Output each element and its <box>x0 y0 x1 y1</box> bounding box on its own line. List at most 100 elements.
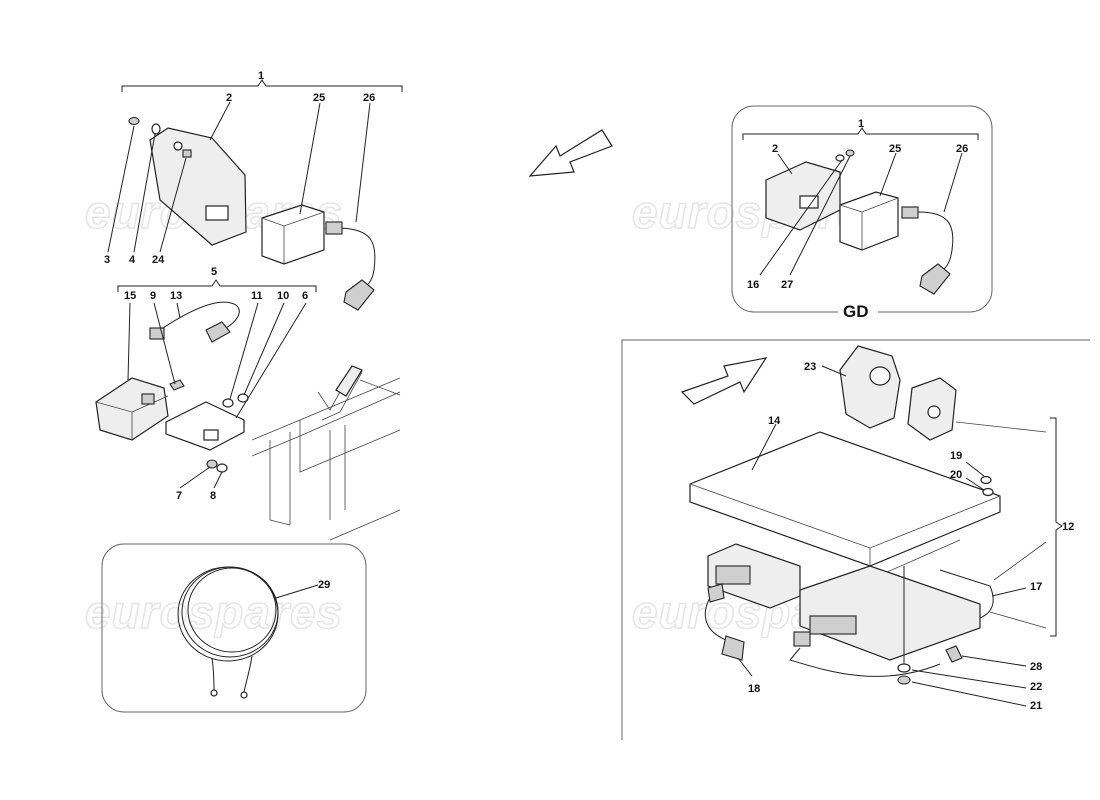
frame-tab <box>335 365 363 397</box>
bracket-12-brace <box>1050 417 1063 637</box>
inset-bracket-1-brace <box>742 127 979 140</box>
inset-callout-26: 26 <box>956 143 968 155</box>
receiver-socket <box>715 565 751 585</box>
washer <box>151 123 161 135</box>
harness-18-connector <box>721 635 745 661</box>
support-bracket <box>165 401 245 451</box>
callout-10: 10 <box>277 290 289 302</box>
callout-1: 1 <box>258 70 264 82</box>
washer-11 <box>222 398 234 408</box>
control-unit-lid-edges <box>689 483 1001 566</box>
leader-4 <box>133 133 156 253</box>
screw <box>128 116 140 126</box>
harness-18-plug <box>707 583 725 603</box>
siren-harness <box>159 301 240 331</box>
plate-slot <box>205 205 229 221</box>
inset-nut <box>845 149 855 157</box>
group-cable-box: 29 <box>101 543 367 713</box>
callout-20: 20 <box>950 469 962 481</box>
group-control-unit-panel: 23 14 19 20 12 17 18 28 22 21 <box>621 339 1090 740</box>
bracket-slot <box>203 429 219 441</box>
callout-19: 19 <box>950 450 962 462</box>
inset-callout-16: 16 <box>747 279 759 291</box>
control-unit-edges <box>261 211 325 264</box>
callout-18: 18 <box>748 683 760 695</box>
harness-connector <box>343 279 375 311</box>
callout-11: 11 <box>251 290 263 302</box>
nut-7 <box>206 459 218 469</box>
leader-19 <box>965 461 985 477</box>
callout-28: 28 <box>1030 661 1042 673</box>
harness-connector-9 <box>149 327 165 340</box>
plate-hole <box>173 141 183 151</box>
washer-22 <box>897 663 911 673</box>
inset-harness-plug <box>901 206 919 219</box>
leader-25 <box>299 102 321 215</box>
washer-20 <box>982 487 994 497</box>
leader-24 <box>159 157 187 253</box>
cable-coil-3 <box>177 566 279 662</box>
leader-6 <box>235 302 307 419</box>
wire-connector <box>793 631 811 647</box>
watermark-bottom-left: eurospares <box>85 586 343 638</box>
inset-leader-25 <box>879 152 897 197</box>
harness-plug <box>325 221 343 235</box>
callout-3: 3 <box>104 254 110 266</box>
inset-callout-2: 2 <box>772 143 778 155</box>
cable-ends <box>211 655 253 693</box>
direction-arrow-right <box>680 357 768 405</box>
leader-17 <box>991 587 1027 597</box>
cable-coil-2 <box>187 567 277 653</box>
key-tag-hole <box>927 405 941 419</box>
screw-9 <box>169 379 185 391</box>
leader-14 <box>751 423 777 471</box>
bracket-5-brace <box>117 279 317 292</box>
nut <box>182 149 192 158</box>
callout-21: 21 <box>1030 700 1042 712</box>
leader-9 <box>153 302 176 385</box>
callout-7: 7 <box>176 490 182 502</box>
inset-control-unit <box>839 191 899 251</box>
leader-21 <box>911 681 1027 707</box>
clip-28 <box>945 645 963 663</box>
leader-3 <box>107 125 135 253</box>
callout-29: 29 <box>318 579 330 591</box>
fob-ring <box>869 366 891 386</box>
leader-18 <box>737 657 753 677</box>
callout-24: 24 <box>152 254 165 266</box>
inset-plate-slot <box>799 195 819 209</box>
siren-socket <box>141 393 155 405</box>
siren-edges <box>95 395 169 440</box>
inset-harness-cable <box>917 211 954 273</box>
inset-label-bg <box>838 298 878 320</box>
inset-leader-16 <box>759 159 843 276</box>
leader-13 <box>176 302 181 319</box>
callout-9: 9 <box>150 290 156 302</box>
alarm-module <box>799 565 981 661</box>
group-inset-gd: GD 1 2 25 26 16 27 <box>731 105 993 321</box>
remote-key-fob <box>839 345 901 429</box>
cable-terminal-2 <box>240 691 248 699</box>
leader-15 <box>127 302 131 381</box>
callout-6: 6 <box>302 290 308 302</box>
leader-20 <box>965 477 985 491</box>
group-bracket-assembly: 1 2 25 26 3 4 24 <box>104 70 403 311</box>
leader-26 <box>355 102 371 223</box>
washer-8 <box>216 463 228 473</box>
callout-26: 26 <box>363 92 375 104</box>
inset-washer <box>835 154 845 162</box>
leader-28 <box>961 655 1027 667</box>
leader-23 <box>821 365 847 377</box>
inset-callout-25: 25 <box>889 143 901 155</box>
main-control-unit <box>689 431 1001 567</box>
callout-17: 17 <box>1030 581 1042 593</box>
inset-leader-27 <box>789 155 851 276</box>
inset-leader-2 <box>777 153 793 175</box>
callout-8: 8 <box>210 490 216 502</box>
harness-connector-13 <box>205 321 231 343</box>
inset-unit-edges <box>839 197 899 250</box>
inset-label: GD <box>843 302 869 321</box>
callout-14: 14 <box>768 415 781 427</box>
leader-10 <box>243 302 285 396</box>
